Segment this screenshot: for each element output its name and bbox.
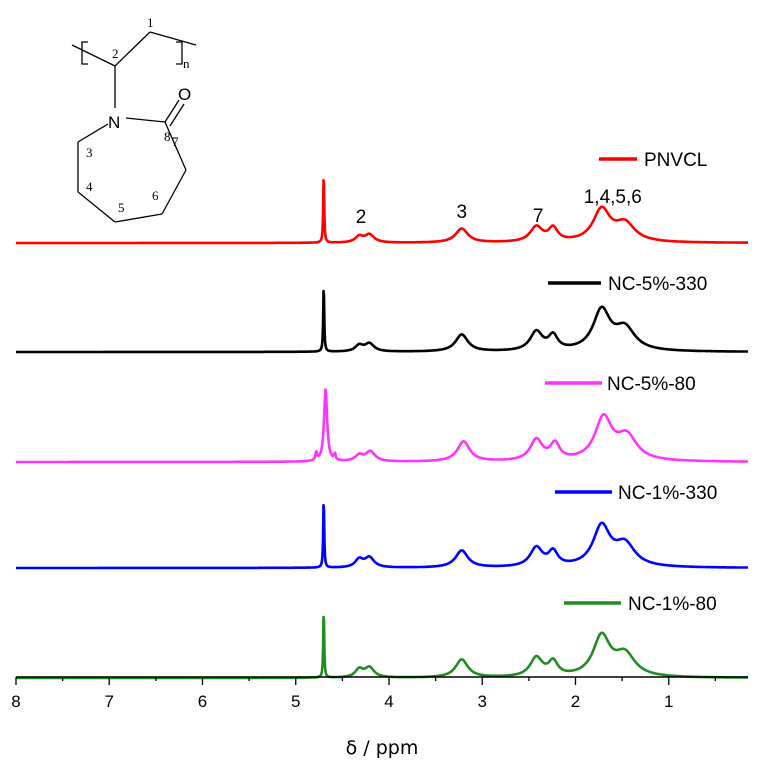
ring-bond xyxy=(77,123,109,143)
carbonyl-bond xyxy=(164,99,180,123)
repeat-n-label: n xyxy=(183,56,190,71)
trace-nc-5-330 xyxy=(15,289,749,354)
x-tick-label-5: 5 xyxy=(291,692,300,711)
oxygen-atom: O xyxy=(178,85,191,104)
carbon-label-2: 2 xyxy=(112,46,119,61)
ring-bond xyxy=(114,213,163,223)
legend-label-1: NC-5%-330 xyxy=(608,274,707,295)
ring-bond xyxy=(77,191,116,223)
nitrogen-atom: N xyxy=(108,113,120,132)
legend-label-4: NC-1%-80 xyxy=(628,594,717,615)
carbonyl-bond xyxy=(169,103,185,127)
carbon-label-1: 1 xyxy=(147,15,154,30)
ring-bond xyxy=(161,169,187,215)
pnvcl-structure xyxy=(71,31,197,223)
x-tick-label-1: 1 xyxy=(664,692,673,711)
carbon-label-4: 4 xyxy=(86,179,93,194)
peak-label-3: 1,4,5,6 xyxy=(584,187,642,208)
x-tick-label-2: 2 xyxy=(571,692,580,711)
ring-bond xyxy=(164,121,187,171)
trace-nc-5-80 xyxy=(15,388,749,464)
trace-pnvcl xyxy=(15,179,749,245)
carbon-label-5: 5 xyxy=(118,200,125,215)
carbon-label-7: 7 xyxy=(172,134,179,149)
peak-annotations: 2 3 7 1,4,5,6 xyxy=(356,187,642,228)
carbon-label-8: 8 xyxy=(164,129,171,144)
x-tick-label-3: 3 xyxy=(478,692,487,711)
legend-label-2: NC-5%-80 xyxy=(607,374,696,395)
x-axis-title: δ / ppm xyxy=(346,737,419,759)
peak-label-2: 7 xyxy=(533,206,544,227)
x-tick-label-6: 6 xyxy=(198,692,207,711)
backbone-bond xyxy=(71,44,116,67)
ring-bond xyxy=(125,117,166,123)
x-axis: 8 7 6 5 4 3 2 1 δ / ppm xyxy=(11,676,748,759)
x-tick-label-7: 7 xyxy=(105,692,114,711)
backbone-bond xyxy=(114,31,151,67)
left-bracket xyxy=(81,41,88,65)
trace-nc-1-80 xyxy=(15,615,749,680)
right-bracket xyxy=(176,41,183,65)
backbone-bond xyxy=(149,31,197,46)
spectra-traces xyxy=(15,179,749,680)
x-tick-label-8: 8 xyxy=(11,692,20,711)
legend-label-0: PNVCL xyxy=(644,150,707,171)
peak-label-0: 2 xyxy=(356,207,367,228)
x-tick-label-4: 4 xyxy=(384,692,393,711)
peak-label-1: 3 xyxy=(456,202,467,223)
trace-nc-1-330 xyxy=(15,503,749,570)
legend-label-3: NC-1%-330 xyxy=(618,483,717,504)
carbon-label-6: 6 xyxy=(152,188,159,203)
carbon-label-3: 3 xyxy=(86,145,93,160)
structure-labels: 1 2 3 4 5 6 78 N On xyxy=(86,15,191,215)
